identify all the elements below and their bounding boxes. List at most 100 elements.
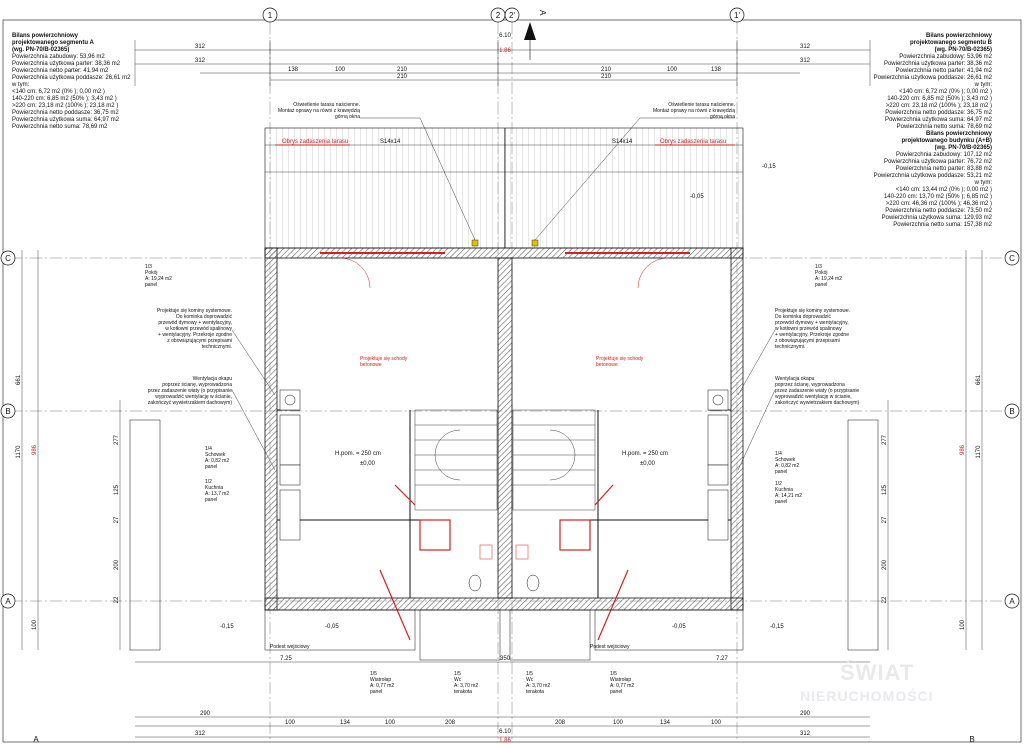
svg-text:Wc: Wc bbox=[526, 677, 534, 683]
lamp-right bbox=[531, 239, 539, 247]
svg-text:Pokój: Pokój bbox=[145, 270, 158, 276]
entrance-left: Podest wejściowy bbox=[270, 644, 310, 650]
svg-text:312: 312 bbox=[195, 731, 206, 737]
height-right: H.pom. = 250 cm bbox=[622, 451, 668, 457]
svg-text:A: 3,70 m2: A: 3,70 m2 bbox=[526, 683, 550, 689]
svg-text:6.10: 6.10 bbox=[499, 33, 511, 39]
area-balance-segment-a: Bilans powierzchniowy projektowanego seg… bbox=[12, 33, 162, 131]
svg-text:208: 208 bbox=[555, 720, 566, 726]
svg-text:27: 27 bbox=[882, 516, 888, 523]
grid-label-b-right: B bbox=[1009, 407, 1014, 416]
svg-text:1/5: 1/5 bbox=[610, 671, 617, 677]
entrance-right: Podest wejściowy bbox=[590, 644, 630, 650]
interior-walls bbox=[277, 409, 731, 598]
svg-text:312: 312 bbox=[800, 731, 811, 737]
kitchen-right bbox=[707, 389, 729, 541]
bottom-dimension-lines bbox=[135, 661, 870, 738]
svg-text:A: 14,21 m2: A: 14,21 m2 bbox=[775, 493, 802, 499]
svg-text:-0,05: -0,05 bbox=[672, 624, 686, 630]
terrace-code-left: S14x14 bbox=[380, 139, 401, 145]
svg-text:7.25: 7.25 bbox=[280, 656, 292, 662]
balance-a-title: Bilans powierzchniowy projektowanego seg… bbox=[12, 33, 94, 53]
svg-text:290: 290 bbox=[200, 711, 211, 717]
staircase-right bbox=[512, 409, 596, 511]
grid-label-c-left: C bbox=[5, 254, 11, 263]
svg-text:100: 100 bbox=[667, 67, 678, 73]
grid-label-b-left: B bbox=[5, 407, 10, 416]
building-walls bbox=[264, 247, 744, 611]
balance-building-line: <140 cm: 13,44 m2 (0% ); 0,00 m2 ) bbox=[895, 187, 992, 193]
svg-text:134: 134 bbox=[340, 720, 351, 726]
svg-text:Pokój: Pokój bbox=[815, 270, 828, 276]
balance-building-title: Bilans powierzchniowy projektowanego bud… bbox=[901, 131, 992, 151]
room-heights: H.pom. = 250 cm H.pom. = 250 cm ±0,00 ±0… bbox=[335, 451, 668, 467]
terrace-code-right: S14x14 bbox=[612, 139, 633, 145]
svg-text:210: 210 bbox=[397, 67, 408, 73]
levels: -0,15 -0,05 -0,15 -0,05 -0,15 -0,05 bbox=[220, 164, 784, 630]
svg-text:138: 138 bbox=[288, 67, 299, 73]
svg-text:661: 661 bbox=[976, 374, 982, 385]
note-chimney: Projektuje się kominy systemowe.Do komin… bbox=[157, 308, 850, 350]
svg-text:312: 312 bbox=[195, 44, 206, 50]
svg-text:27: 27 bbox=[114, 516, 120, 523]
side-dimensions: 661 986 1170 277 125 27 200 22 100 661 9… bbox=[16, 374, 982, 630]
svg-text:Schowek: Schowek bbox=[205, 452, 226, 458]
balance-building-line: w tym: bbox=[974, 180, 992, 186]
grid-label-2: 2 bbox=[496, 11, 501, 20]
section-label-b: B bbox=[969, 735, 974, 744]
balance-b-line: Powierzchnia użytkowa suma: 64,97 m2 bbox=[884, 117, 992, 123]
facade-light-right: Oświetlenie tarasu naścienne.Montaż opra… bbox=[653, 102, 735, 120]
section-arrow: A bbox=[524, 10, 547, 60]
balance-a-line: Powierzchnia użytkowa poddasze: 26,61 m2 bbox=[12, 75, 131, 81]
svg-text:A: 0,82 m2: A: 0,82 m2 bbox=[775, 463, 799, 469]
facade-light-left: Oświetlenie tarasu naścienne.Montaż opra… bbox=[278, 102, 360, 120]
svg-text:-0,15: -0,15 bbox=[220, 624, 234, 630]
grid-label-c-right: C bbox=[1009, 254, 1015, 263]
balance-building-line: Powierzchnia netto poddasze: 73,50 m2 bbox=[885, 208, 992, 214]
svg-text:A: 0,77 m2: A: 0,77 m2 bbox=[610, 683, 634, 689]
svg-text:1/2: 1/2 bbox=[775, 481, 782, 487]
balance-b-line: Powierzchnia zabudowy: 53,96 m2 bbox=[899, 54, 992, 60]
watermark-line2: NIERUCHOMOŚCI bbox=[800, 688, 934, 704]
balance-b-line: 140-220 cm: 6,85 m2 (50% ); 3,43 m2 ) bbox=[887, 96, 992, 102]
svg-text:A: 0,82 m2: A: 0,82 m2 bbox=[205, 458, 229, 464]
svg-text:1/2: 1/2 bbox=[205, 479, 212, 485]
svg-text:Schowek: Schowek bbox=[775, 457, 796, 463]
svg-text:panel: panel bbox=[815, 282, 827, 288]
balance-building-line: Powierzchnia użytkowa suma: 129,93 m2 bbox=[881, 215, 992, 221]
svg-text:-0,05: -0,05 bbox=[325, 624, 339, 630]
svg-text:panel: panel bbox=[145, 282, 157, 288]
svg-text:1/5: 1/5 bbox=[526, 671, 533, 677]
balance-b-line: Powierzchnia netto parter: 41,94 m2 bbox=[895, 68, 992, 74]
svg-text:100: 100 bbox=[960, 619, 966, 630]
svg-text:6.10: 6.10 bbox=[499, 729, 511, 735]
terrace-labels: Obrys zadaszenia tarasu Obrys zadaszenia… bbox=[282, 139, 726, 145]
svg-text:Wc: Wc bbox=[454, 677, 462, 683]
top-dimensions: 312 312 312 312 138 100 210 210 100 138 … bbox=[195, 33, 811, 80]
svg-text:A: 19,24 m2: A: 19,24 m2 bbox=[145, 276, 172, 282]
svg-text:986: 986 bbox=[32, 444, 38, 455]
svg-text:7.27: 7.27 bbox=[716, 656, 728, 662]
svg-text:1170: 1170 bbox=[976, 445, 982, 459]
grid-label-a-right: A bbox=[1009, 597, 1015, 606]
svg-text:Wiatrołap: Wiatrołap bbox=[370, 677, 391, 683]
balance-b-line: Powierzchnia użytkowa poddasze: 26,61 m2 bbox=[873, 75, 992, 81]
balance-b-line: Powierzchnia użytkowa parter: 38,36 m2 bbox=[883, 61, 992, 67]
balance-b-title: Bilans powierzchniowy projektowanego seg… bbox=[909, 33, 992, 53]
svg-text:100: 100 bbox=[335, 67, 346, 73]
balance-building-line: Powierzchnia netto suma: 157,38 m2 bbox=[893, 222, 992, 228]
svg-text:125: 125 bbox=[114, 484, 120, 495]
level-left-floor: ±0,00 bbox=[360, 461, 376, 467]
svg-text:208: 208 bbox=[445, 720, 456, 726]
